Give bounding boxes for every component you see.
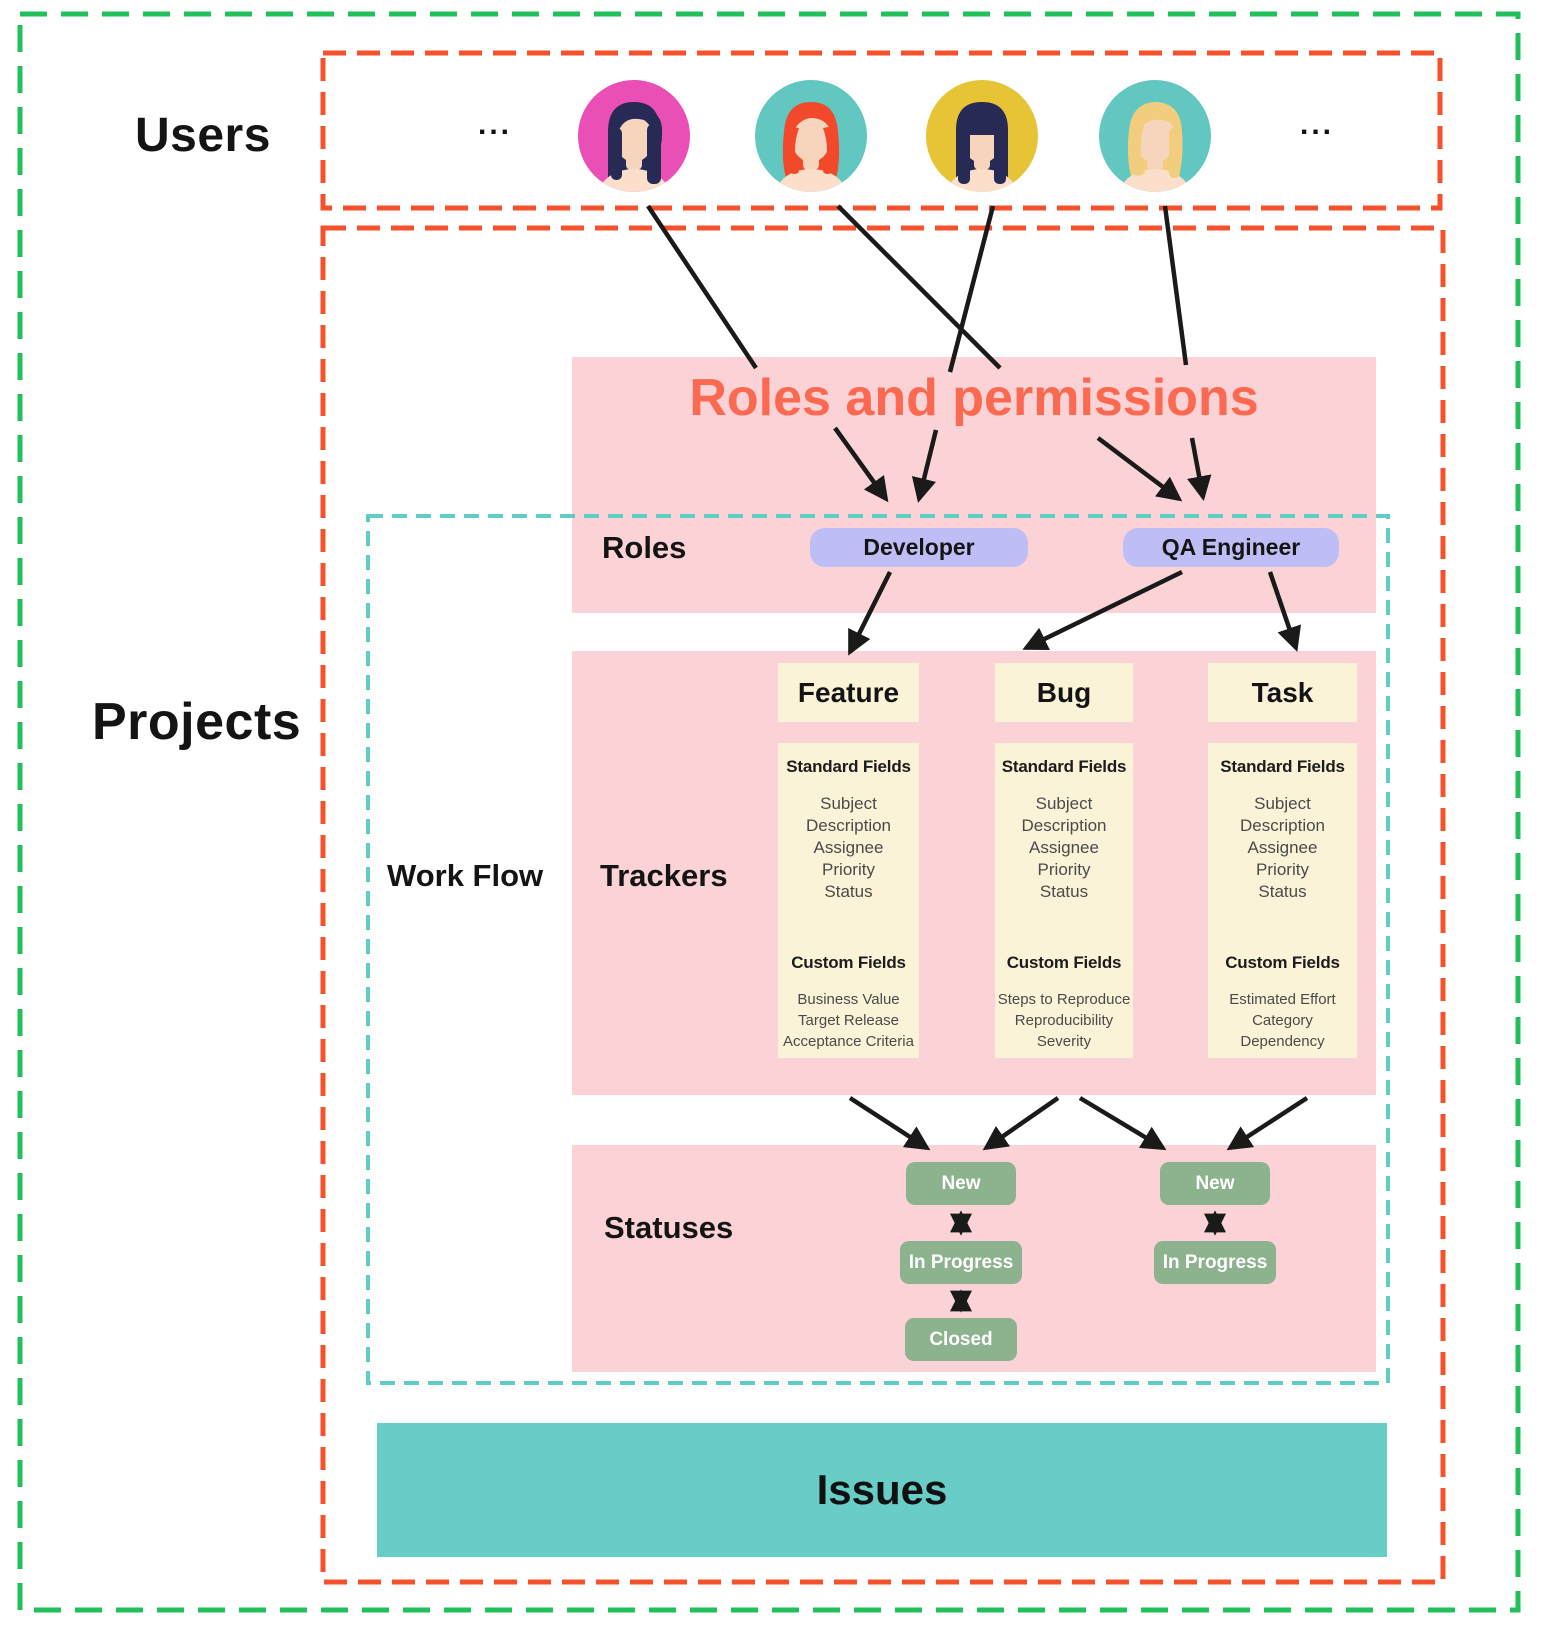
- bug-to-status-arrow: [982, 1096, 1060, 1151]
- user-avatar-2: [755, 80, 867, 192]
- custom-fields-heading: Custom Fields: [1006, 953, 1122, 972]
- issues-box: Issues: [377, 1423, 1387, 1557]
- feature-tracker-header: Feature: [778, 663, 919, 722]
- custom-fields-heading: Custom Fields: [1225, 953, 1340, 972]
- user-avatar-4: [1099, 80, 1211, 192]
- task-tracker-header: Task: [1208, 663, 1357, 722]
- user-to-roles-line: [836, 204, 1002, 370]
- user-avatar-1: [578, 80, 690, 192]
- statuses-row-label: Statuses: [604, 1210, 734, 1245]
- status-in-progress-left: In Progress: [900, 1241, 1022, 1284]
- users-section-label: Users: [135, 109, 271, 162]
- standard-fields-heading: Standard Fields: [1001, 757, 1127, 776]
- status-in-progress-right: In Progress: [1154, 1241, 1276, 1284]
- standard-fields-heading: Standard Fields: [1220, 757, 1345, 776]
- status-new-right: New: [1160, 1162, 1270, 1205]
- woman-avatar-icon: [755, 80, 867, 192]
- qa-engineer-role-chip: QA Engineer: [1123, 528, 1339, 567]
- user-to-roles-line: [646, 204, 758, 370]
- ellipsis-more-users-right: ...: [1300, 108, 1335, 141]
- status-closed-left: Closed: [905, 1318, 1017, 1361]
- user-to-roles-line: [1162, 205, 1189, 366]
- user-to-roles-line: [947, 205, 996, 373]
- status-new-left: New: [906, 1162, 1016, 1205]
- ellipsis-more-users-left: ...: [478, 108, 513, 141]
- developer-role-chip: Developer: [810, 528, 1028, 567]
- task-to-status-arrow: [1226, 1096, 1309, 1151]
- woman-avatar-icon: [926, 80, 1038, 192]
- trackers-row-label: Trackers: [600, 858, 728, 893]
- projects-section-label: Projects: [92, 693, 302, 751]
- feature-to-status-arrow: [848, 1096, 931, 1151]
- roles-and-permissions-title: Roles and permissions: [689, 369, 1259, 427]
- roles-row-label: Roles: [602, 530, 687, 565]
- woman-avatar-icon: [1099, 80, 1211, 192]
- woman-avatar-icon: [578, 80, 690, 192]
- user-avatar-3: [926, 80, 1038, 192]
- custom-fields-heading: Custom Fields: [791, 953, 906, 972]
- bug-to-status-arrow: [1078, 1096, 1167, 1151]
- workflow-box-label: Work Flow: [387, 858, 544, 893]
- bug-tracker-header: Bug: [995, 663, 1133, 722]
- standard-fields-heading: Standard Fields: [786, 757, 911, 776]
